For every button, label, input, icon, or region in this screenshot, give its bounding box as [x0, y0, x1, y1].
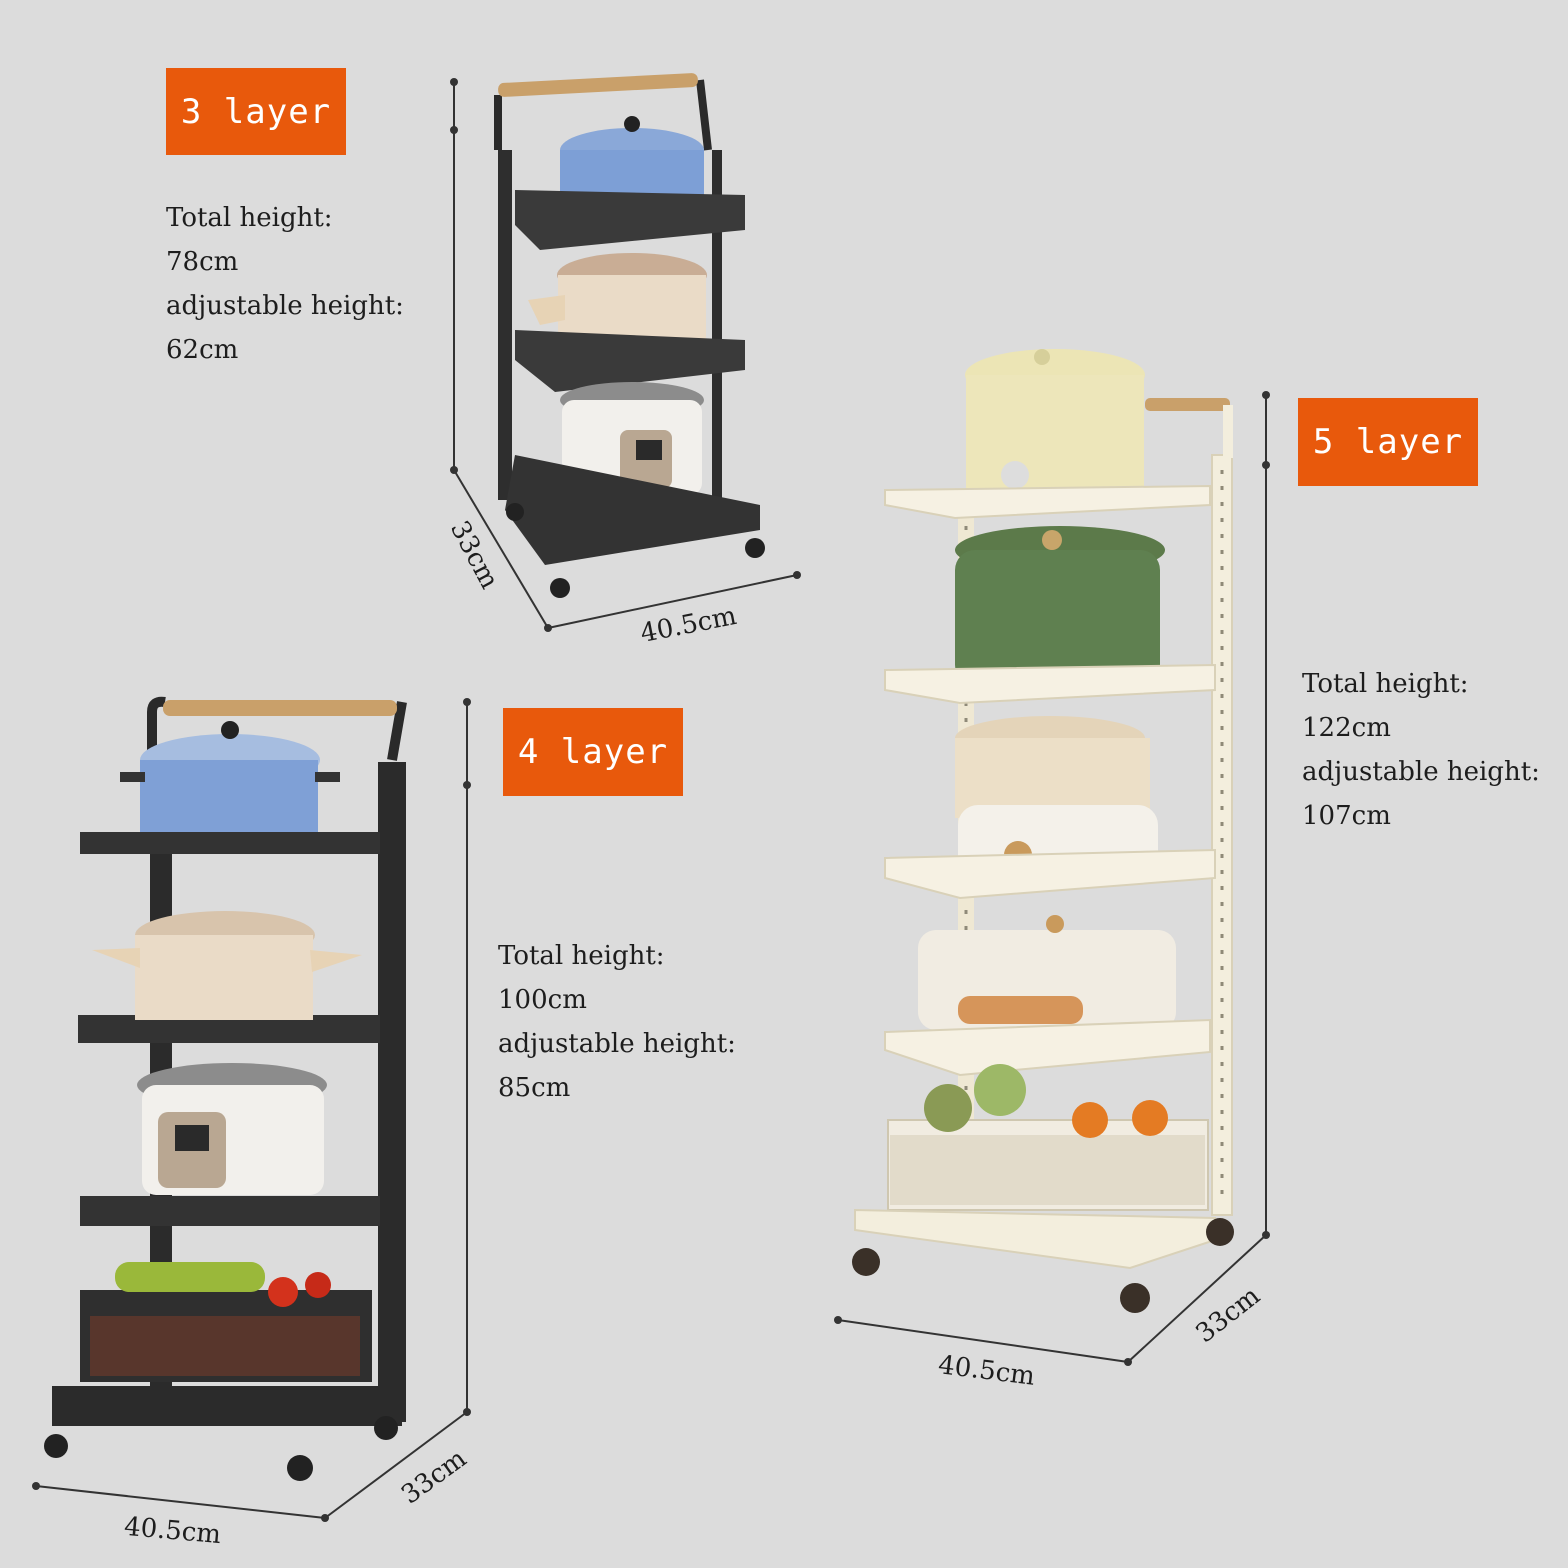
badge-3-layer: 3 layer	[166, 68, 346, 155]
rack-5-layer-image	[834, 349, 1270, 1366]
total-height-value: 100cm	[498, 985, 587, 1015]
total-height-label: Total height:	[498, 941, 665, 971]
total-height-value: 78cm	[166, 247, 239, 277]
badge-5-layer: 5 layer	[1298, 398, 1478, 486]
adjustable-height-label: adjustable height:	[166, 291, 404, 321]
specs-5-layer: Total height: 122cm adjustable height: 1…	[1302, 662, 1540, 838]
adjustable-height-value: 107cm	[1302, 801, 1391, 831]
rack-3-layer-image	[450, 73, 801, 632]
specs-4-layer: Total height: 100cm adjustable height: 8…	[498, 934, 736, 1110]
adjustable-height-value: 62cm	[166, 335, 239, 365]
total-height-value: 122cm	[1302, 713, 1391, 743]
specs-3-layer: Total height: 78cm adjustable height: 62…	[166, 196, 404, 372]
badge-4-layer: 4 layer	[503, 708, 683, 796]
rack-4-layer-image	[32, 696, 471, 1522]
adjustable-height-value: 85cm	[498, 1073, 571, 1103]
adjustable-height-label: adjustable height:	[498, 1029, 736, 1059]
total-height-label: Total height:	[1302, 669, 1469, 699]
adjustable-height-label: adjustable height:	[1302, 757, 1540, 787]
total-height-label: Total height:	[166, 203, 333, 233]
